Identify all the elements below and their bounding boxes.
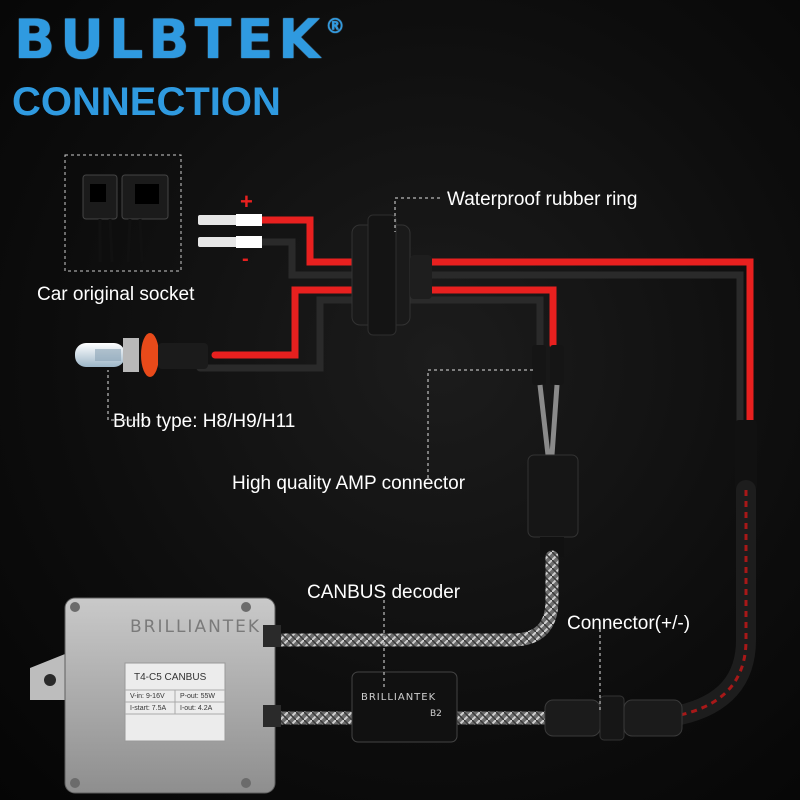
- leader-lines: [107, 197, 601, 712]
- plus-sign: +: [240, 189, 253, 214]
- braided-cables: [268, 550, 559, 725]
- label-connector: Connector(+/-): [567, 613, 691, 634]
- black-wires: [196, 238, 744, 429]
- ballast-spec-vin: V-in: 9-16V: [130, 693, 165, 700]
- red-wires: [211, 216, 754, 424]
- braided-sleeve: [670, 420, 757, 725]
- brand-name: BULBTEK: [14, 8, 326, 71]
- label-amp-connector: High quality AMP connector: [232, 473, 466, 494]
- brand-logo: BULBTEK®: [14, 8, 345, 71]
- minus-sign: -: [242, 248, 249, 270]
- waterproof-rubber-ring: [351, 214, 432, 336]
- ballast: [30, 597, 281, 794]
- original-socket: [64, 154, 182, 272]
- ballast-logo: BRILLIANTEK: [130, 617, 261, 637]
- label-bulb-type: Bulb type: H8/H9/H11: [113, 411, 296, 432]
- spade-terminals: [198, 214, 262, 248]
- canbus-decoder: [351, 671, 458, 743]
- registered-mark: ®: [325, 14, 346, 38]
- label-canbus-decoder: CANBUS decoder: [307, 582, 461, 603]
- decoder-code: B2: [430, 709, 442, 719]
- ballast-spec-pout: P-out: 55W: [180, 693, 215, 700]
- amp-connector: [527, 345, 579, 557]
- ballast-spec-iout: I-out: 4.2A: [180, 705, 213, 712]
- bulb: [75, 333, 208, 377]
- page-heading: CONNECTION: [12, 80, 281, 124]
- connector-plus-minus: [544, 695, 683, 741]
- decoder-logo: BRILLIANTEK: [361, 692, 436, 703]
- ballast-model: T4-C5 CANBUS: [134, 672, 207, 683]
- label-waterproof-ring: Waterproof rubber ring: [447, 189, 638, 210]
- label-original-socket: Car original socket: [37, 284, 195, 305]
- ballast-spec-istart: I-start: 7.5A: [130, 705, 167, 712]
